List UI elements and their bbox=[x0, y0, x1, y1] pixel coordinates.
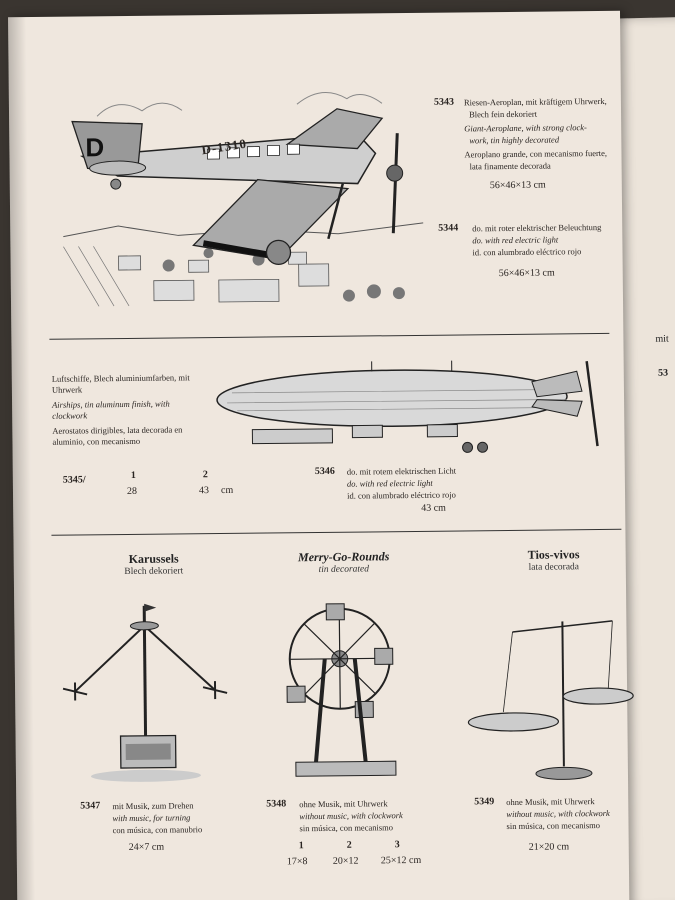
ride-subtitle: lata decorada bbox=[528, 562, 580, 573]
size-col-2: 2 bbox=[346, 839, 352, 851]
ride-title-karussels: Karussels Blech dekoriert bbox=[74, 551, 234, 578]
item-size: 56×46×13 cm bbox=[489, 179, 546, 192]
item-desc-en: do. with red electric light bbox=[472, 234, 559, 246]
ride-title: Merry-Go-Rounds bbox=[297, 549, 390, 565]
airship-illustration bbox=[216, 360, 599, 453]
item-desc-es: Aeroplano grande, con mecanismo fuerte, bbox=[464, 147, 608, 160]
item-desc-en: without music, with clockwork bbox=[506, 807, 610, 820]
item-desc-en: with music, for turning bbox=[112, 812, 191, 824]
ferris-wheel-illustration bbox=[286, 603, 397, 777]
airship-col-2: 2 bbox=[202, 469, 208, 481]
item-number: 5347 bbox=[80, 800, 101, 812]
page-fold-shadow bbox=[8, 17, 36, 900]
airship-desc-en-2: clockwork bbox=[52, 410, 88, 421]
item-desc-en: without music, with clockwork bbox=[299, 810, 403, 822]
item-size: 43 cm bbox=[421, 502, 446, 514]
item-number: 5344 bbox=[438, 222, 459, 234]
ride-title-tios-vivos: Tios-vivos lata decorada bbox=[474, 547, 634, 574]
item-desc-de: do. mit rotem elektrischen Licht bbox=[346, 465, 457, 477]
item-size: 21×20 cm bbox=[528, 841, 570, 853]
item-desc-de: ohne Musik, mit Uhrwerk bbox=[299, 798, 388, 810]
item-desc-es: sin música, con mecanismo bbox=[506, 820, 601, 832]
right-page-number: 53 bbox=[658, 367, 669, 379]
ride-title: Tios-vivos bbox=[527, 547, 580, 562]
size-value-3: 25×12 cm bbox=[380, 854, 422, 867]
size-col-3: 3 bbox=[394, 839, 400, 851]
size-value-1: 17×8 bbox=[286, 856, 308, 868]
airship-size-1: 28 bbox=[126, 485, 138, 497]
item-desc-de: Riesen-Aeroplan, mit kräftigem Uhrwerk, bbox=[463, 95, 607, 108]
airship-desc-es-2: aluminio, con mecanismo bbox=[52, 435, 141, 447]
item-desc-es: id. con alumbrado eléctrico rojo bbox=[346, 489, 456, 501]
airplane-illustration: D bbox=[63, 92, 424, 307]
svg-text:D: D bbox=[85, 132, 104, 162]
size-value-2: 20×12 bbox=[332, 855, 359, 867]
ride-subtitle: Blech dekoriert bbox=[124, 566, 184, 578]
airship-size-2: 43 bbox=[198, 485, 210, 497]
item-number: 5346 bbox=[314, 465, 335, 478]
item-desc-es: con música, con manubrio bbox=[112, 824, 203, 836]
airship-number: 5345/ bbox=[62, 474, 86, 486]
item-desc-es: id. con alumbrado eléctrico rojo bbox=[472, 246, 582, 258]
ride-subtitle: tin decorated bbox=[318, 564, 370, 575]
right-page-fragment: mit bbox=[655, 333, 669, 345]
item-desc-de: mit Musik, zum Drehen bbox=[112, 800, 194, 812]
carousel-illustration bbox=[62, 603, 228, 782]
item-size: 56×46×13 cm bbox=[498, 267, 555, 280]
item-desc-en: do. with red electric light bbox=[346, 477, 433, 489]
size-col-1: 1 bbox=[298, 840, 304, 852]
item-number: 5348 bbox=[266, 798, 287, 810]
swing-ride-illustration bbox=[467, 620, 634, 780]
ride-title-merry-go-rounds: Merry-Go-Rounds tin decorated bbox=[264, 549, 424, 576]
item-desc-de: do. mit roter elektrischer Beleuchtung bbox=[472, 222, 602, 234]
ride-title: Karussels bbox=[128, 551, 179, 566]
section-divider bbox=[51, 528, 622, 537]
item-desc-es: sin música, con mecanismo bbox=[299, 822, 394, 834]
item-number: 5349 bbox=[474, 796, 495, 808]
catalog-page: D D-1310 5343 Riesen-Aeroplan, mit krä bbox=[8, 10, 634, 900]
item-desc-de-2: Blech fein dekoriert bbox=[469, 108, 538, 120]
airship-unit: cm bbox=[220, 484, 234, 496]
airship-col-1: 1 bbox=[130, 469, 136, 481]
section-divider bbox=[49, 332, 610, 341]
item-desc-es-2: lata finamente decorada bbox=[469, 160, 551, 172]
item-desc-en: Giant-Aeroplane, with strong clock- bbox=[464, 122, 587, 134]
item-size: 24×7 cm bbox=[128, 841, 165, 853]
airship-desc-de-2: Uhrwerk bbox=[51, 384, 83, 395]
item-number: 5343 bbox=[433, 96, 454, 108]
item-desc-de: ohne Musik, mit Uhrwerk bbox=[506, 796, 595, 808]
item-desc-en-2: work, tin highly decorated bbox=[469, 134, 560, 146]
